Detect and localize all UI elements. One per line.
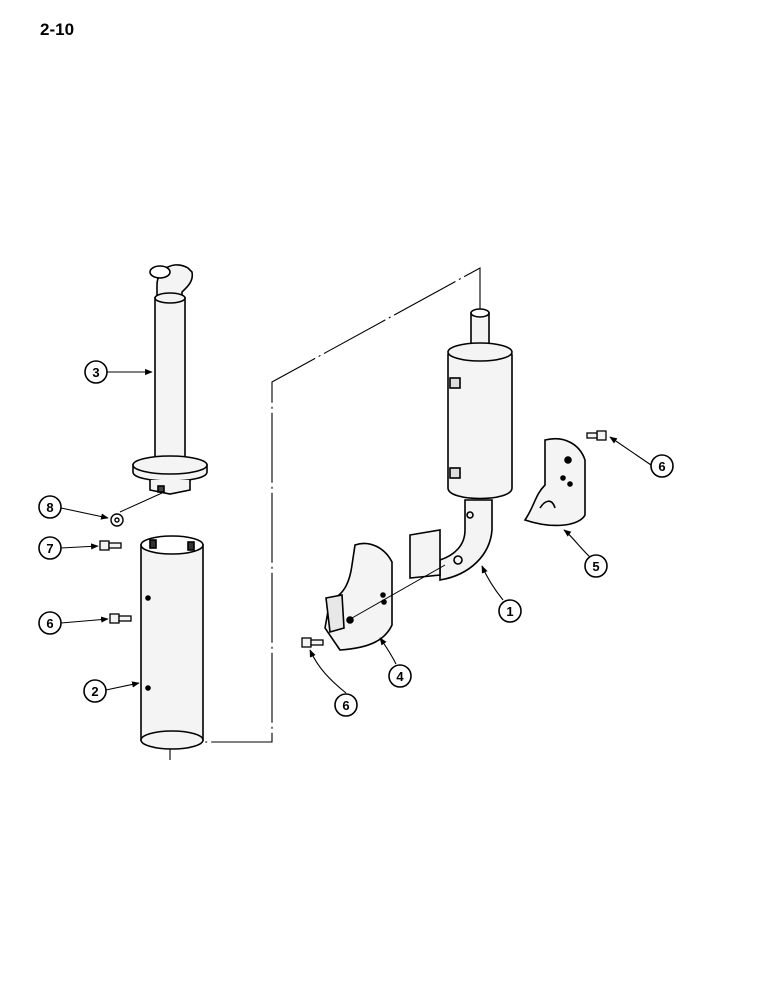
page-number: 2-10 [40, 20, 75, 39]
muffler [409, 308, 513, 581]
callout-1-label: 1 [506, 604, 513, 619]
callout-6-bottom: 6 [334, 693, 358, 717]
lower-shield-tube [140, 535, 204, 750]
callout-8-label: 8 [46, 500, 53, 515]
callout-4-label: 4 [396, 669, 404, 684]
callout-6-left: 6 [38, 611, 62, 635]
callout-6-right-label: 6 [658, 459, 665, 474]
callout-3-label: 3 [92, 365, 99, 380]
bolt-6-left [109, 613, 132, 624]
right-bracket [523, 438, 586, 527]
left-bracket [324, 542, 393, 651]
bolt-6-bottom [301, 637, 324, 648]
callout-1: 1 [498, 599, 522, 623]
callout-6-bottom-label: 6 [342, 698, 349, 713]
callout-2-label: 2 [91, 684, 98, 699]
bolt-7 [99, 540, 122, 551]
leader-lines [60, 368, 652, 694]
bolt-6-right [586, 430, 607, 441]
washer [110, 513, 124, 527]
callout-8: 8 [38, 495, 62, 519]
callout-6-left-label: 6 [46, 616, 53, 631]
callout-5-label: 5 [592, 559, 599, 574]
exhaust-stack-pipe [132, 264, 208, 495]
callout-2: 2 [83, 679, 107, 703]
callout-3: 3 [84, 360, 108, 384]
assembly-reference-line [169, 267, 481, 760]
callout-6-right: 6 [650, 454, 674, 478]
callout-5: 5 [584, 554, 608, 578]
callout-7-label: 7 [46, 541, 53, 556]
callout-7: 7 [38, 536, 62, 560]
callout-4: 4 [388, 664, 412, 688]
